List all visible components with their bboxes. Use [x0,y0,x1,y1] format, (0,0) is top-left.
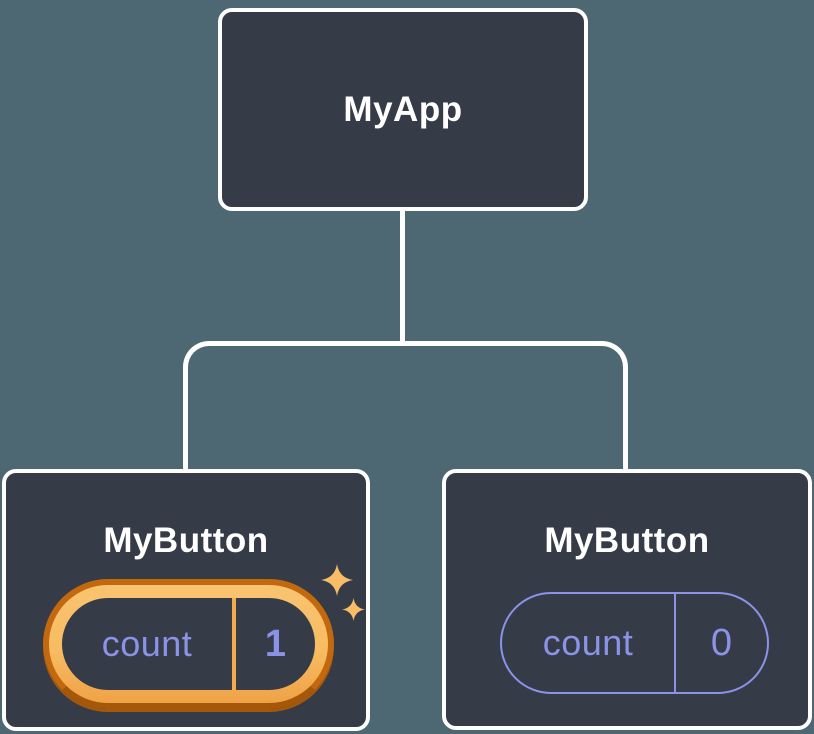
node-mybutton-right-label: MyButton [544,521,710,560]
node-myapp-label: MyApp [343,89,463,129]
node-mybutton-left: MyButton count 1 [2,469,370,731]
state-name-cell: count [62,598,232,690]
state-pill-plain: count 0 [500,592,769,694]
sparkle-icon [321,564,353,596]
state-name-cell: count [502,594,674,692]
state-value-cell: 1 [236,598,315,690]
state-value-label: 0 [710,621,733,664]
node-myapp: MyApp [218,8,588,211]
state-value-label: 1 [264,622,287,665]
pill-divider [674,594,676,692]
state-value-cell: 0 [676,594,767,692]
sparkle-icon-small [342,598,365,621]
connector-root-line [400,209,405,345]
node-mybutton-right: MyButton count 0 [442,469,812,730]
node-mybutton-left-label: MyButton [103,521,269,560]
state-name-label: count [101,623,193,664]
connector-branch-bracket [183,341,628,469]
pill-divider [232,598,236,690]
state-pill-highlighted: count 1 [43,579,334,709]
state-name-label: count [542,622,634,663]
state-pill-body: count 1 [62,598,315,690]
